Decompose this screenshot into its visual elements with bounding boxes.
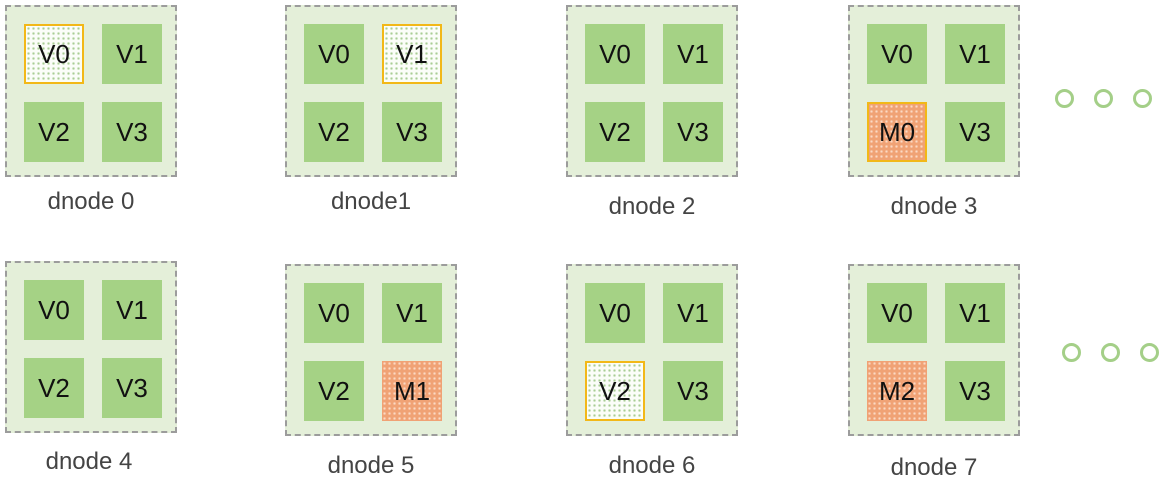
dnode-7-label: dnode 7 [890,454,978,481]
cell-dnode7-1: V1 [945,283,1005,343]
cell-dnode7-3: V3 [945,361,1005,421]
cell-dnode4-2: V2 [24,358,84,418]
dnode-1-label: dnode1 [330,188,412,215]
dnode-3-label: dnode 3 [890,193,978,220]
dnode-3-box: V0 V1 M0 V3 [848,5,1020,177]
cell-dnode6-0: V0 [585,283,645,343]
cell-dnode4-1: V1 [102,280,162,340]
dnode-0-box: V0 V1 V2 V3 [5,5,177,177]
cell-dnode2-0: V0 [585,24,645,84]
cell-dnode3-0: V0 [867,24,927,84]
cell-dnode6-1: V1 [663,283,723,343]
ellipsis-dot [1055,89,1074,108]
ellipsis-row-2 [1062,343,1159,362]
cell-dnode2-3: V3 [663,102,723,162]
cell-dnode3-2: M0 [867,102,927,162]
ellipsis-dot [1094,89,1113,108]
dnode-6-label: dnode 6 [608,452,696,479]
dnode-1-box: V0 V1 V2 V3 [285,5,457,177]
cell-dnode7-0: V0 [867,283,927,343]
cell-dnode5-0: V0 [304,283,364,343]
dnode-2-box: V0 V1 V2 V3 [566,5,738,177]
cell-dnode0-1: V1 [102,24,162,84]
cell-dnode1-3: V3 [382,102,442,162]
ellipsis-row-1 [1055,89,1152,108]
dnode-5-box: V0 V1 V2 M1 [285,264,457,436]
cell-dnode1-0: V0 [304,24,364,84]
cell-dnode3-1: V1 [945,24,1005,84]
cell-dnode5-1: V1 [382,283,442,343]
ellipsis-dot [1062,343,1081,362]
dnode-4-label: dnode 4 [45,448,133,475]
cell-dnode6-2: V2 [585,361,645,421]
cell-dnode5-2: V2 [304,361,364,421]
cell-dnode0-0: V0 [24,24,84,84]
ellipsis-dot [1101,343,1120,362]
cell-dnode6-3: V3 [663,361,723,421]
cell-dnode7-2: M2 [867,361,927,421]
dnode-0-label: dnode 0 [47,188,135,215]
dnode-7-box: V0 V1 M2 V3 [848,264,1020,436]
cell-dnode0-2: V2 [24,102,84,162]
dnode-2-label: dnode 2 [608,193,696,220]
cell-dnode1-1: V1 [382,24,442,84]
ellipsis-dot [1140,343,1159,362]
cell-dnode4-0: V0 [24,280,84,340]
cell-dnode1-2: V2 [304,102,364,162]
cell-dnode0-3: V3 [102,102,162,162]
dnode-6-box: V0 V1 V2 V3 [566,264,738,436]
cell-dnode3-3: V3 [945,102,1005,162]
dnode-5-label: dnode 5 [327,452,415,479]
ellipsis-dot [1133,89,1152,108]
cell-dnode5-3: M1 [382,361,442,421]
dnode-4-box: V0 V1 V2 V3 [5,261,177,433]
cell-dnode4-3: V3 [102,358,162,418]
cell-dnode2-2: V2 [585,102,645,162]
cell-dnode2-1: V1 [663,24,723,84]
